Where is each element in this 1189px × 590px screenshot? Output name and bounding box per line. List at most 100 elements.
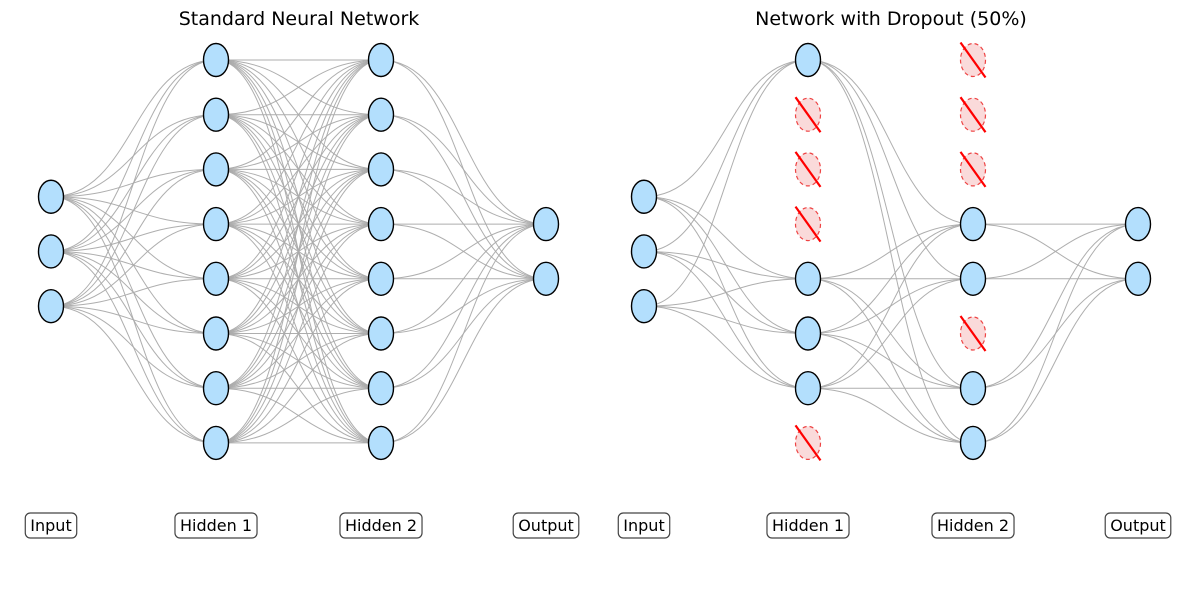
connection-line [215,59,382,334]
layer-label-box [174,512,258,539]
layer-label-output: Output [512,512,580,539]
dropped-neuron-hidden-1-2 [794,96,822,133]
connections-dropout [643,59,1139,444]
connection-line [215,387,382,444]
connection-line [50,168,217,307]
connection-line [380,223,547,334]
neuron-hidden-1-4 [202,206,230,242]
connection-line [807,223,974,389]
connection-line [643,250,809,280]
neuron-hidden-1-1 [202,42,230,78]
connection-line [380,168,547,225]
connection-line [215,278,382,444]
connection-line [215,59,382,280]
neuron-hidden-2-6 [367,316,395,351]
connection-line [215,223,382,444]
layer-label-box [1104,512,1172,539]
dropped-neuron-hidden-1-3 [794,151,822,188]
neuron-output-2 [532,261,560,296]
layer-label-box [931,512,1015,539]
connection-line [215,59,382,225]
neuron-hidden-1-1 [794,42,822,78]
connection-line [643,305,809,334]
layer-label-input: Input [617,512,671,539]
neurons-standard [37,42,560,461]
neuron-hidden-2-5 [367,261,395,296]
connection-line [807,59,974,389]
connection-line [215,59,382,389]
panel-title-standard: Standard Neural Network [179,8,420,30]
connection-line [50,114,217,307]
neuron-hidden-2-3 [367,152,395,187]
connection-line [215,168,382,444]
neuron-output-1 [532,206,560,242]
neuron-hidden-2-4 [367,206,395,242]
layer-label-text: Hidden 2 [937,516,1009,535]
layer-label-output: Output [1104,512,1172,539]
dropped-neuron-hidden-2-2 [959,96,987,133]
connection-line [643,59,809,307]
layer-label-box [766,512,850,539]
neuron-hidden-1-2 [202,97,230,132]
connection-line [380,223,547,444]
layer-label-hidden-1: Hidden 1 [174,512,258,539]
layer-label-text: Hidden 2 [345,516,417,535]
connection-line [807,59,974,225]
layer-label-text: Output [518,516,574,535]
neuron-output-2 [1124,261,1152,296]
neuron-input-1 [630,179,658,214]
connection-line [972,223,1139,280]
dropout-strike-icon [959,151,987,188]
neuron-hidden-1-5 [202,261,230,296]
neuron-hidden-1-6 [202,316,230,351]
connection-line [643,196,809,280]
connection-line [643,59,809,198]
layer-label-box [339,512,423,539]
layer-label-box [24,512,78,539]
dropped-neuron-hidden-2-6 [959,315,987,352]
neuron-hidden-2-7 [367,371,395,406]
neuron-hidden-1-6 [794,316,822,351]
neuron-output-1 [1124,206,1152,242]
neuron-input-1 [37,179,65,214]
dropout-strike-icon [959,315,987,352]
dropped-neuron-hidden-2-3 [959,151,987,188]
neuron-input-2 [630,234,658,269]
layer-label-box [512,512,580,539]
dropout-strike-icon [794,96,822,133]
neuron-hidden-2-7 [959,371,987,406]
dropped-neuron-hidden-2-1 [959,41,987,79]
neuron-hidden-1-7 [794,371,822,406]
connection-line [380,223,547,389]
connection-line [50,223,217,307]
dropout-strike-icon [959,96,987,133]
connection-line [807,278,974,389]
connection-line [807,387,974,444]
connection-line [643,59,809,252]
dropped-neuron-hidden-1-8 [794,424,822,462]
connection-line [215,114,382,444]
connection-line [807,223,974,334]
connection-line [643,305,809,389]
layer-label-text: Input [623,516,664,535]
connection-line [215,59,382,170]
neuron-hidden-1-7 [202,371,230,406]
layer-label-text: Hidden 1 [180,516,252,535]
connection-line [50,305,217,334]
connection-line [380,59,547,225]
neuron-hidden-2-5 [959,261,987,296]
neuron-hidden-2-8 [367,425,395,461]
connection-line [972,278,1139,444]
connection-line [50,305,217,389]
panel-title-dropout: Network with Dropout (50%) [755,8,1027,30]
connection-line [50,305,217,444]
connection-line [972,223,1139,444]
neuron-hidden-2-1 [367,42,395,78]
neuron-hidden-2-8 [959,425,987,461]
layer-label-hidden-2: Hidden 2 [339,512,423,539]
dropout-strike-icon [794,424,822,462]
neuron-hidden-2-2 [367,97,395,132]
